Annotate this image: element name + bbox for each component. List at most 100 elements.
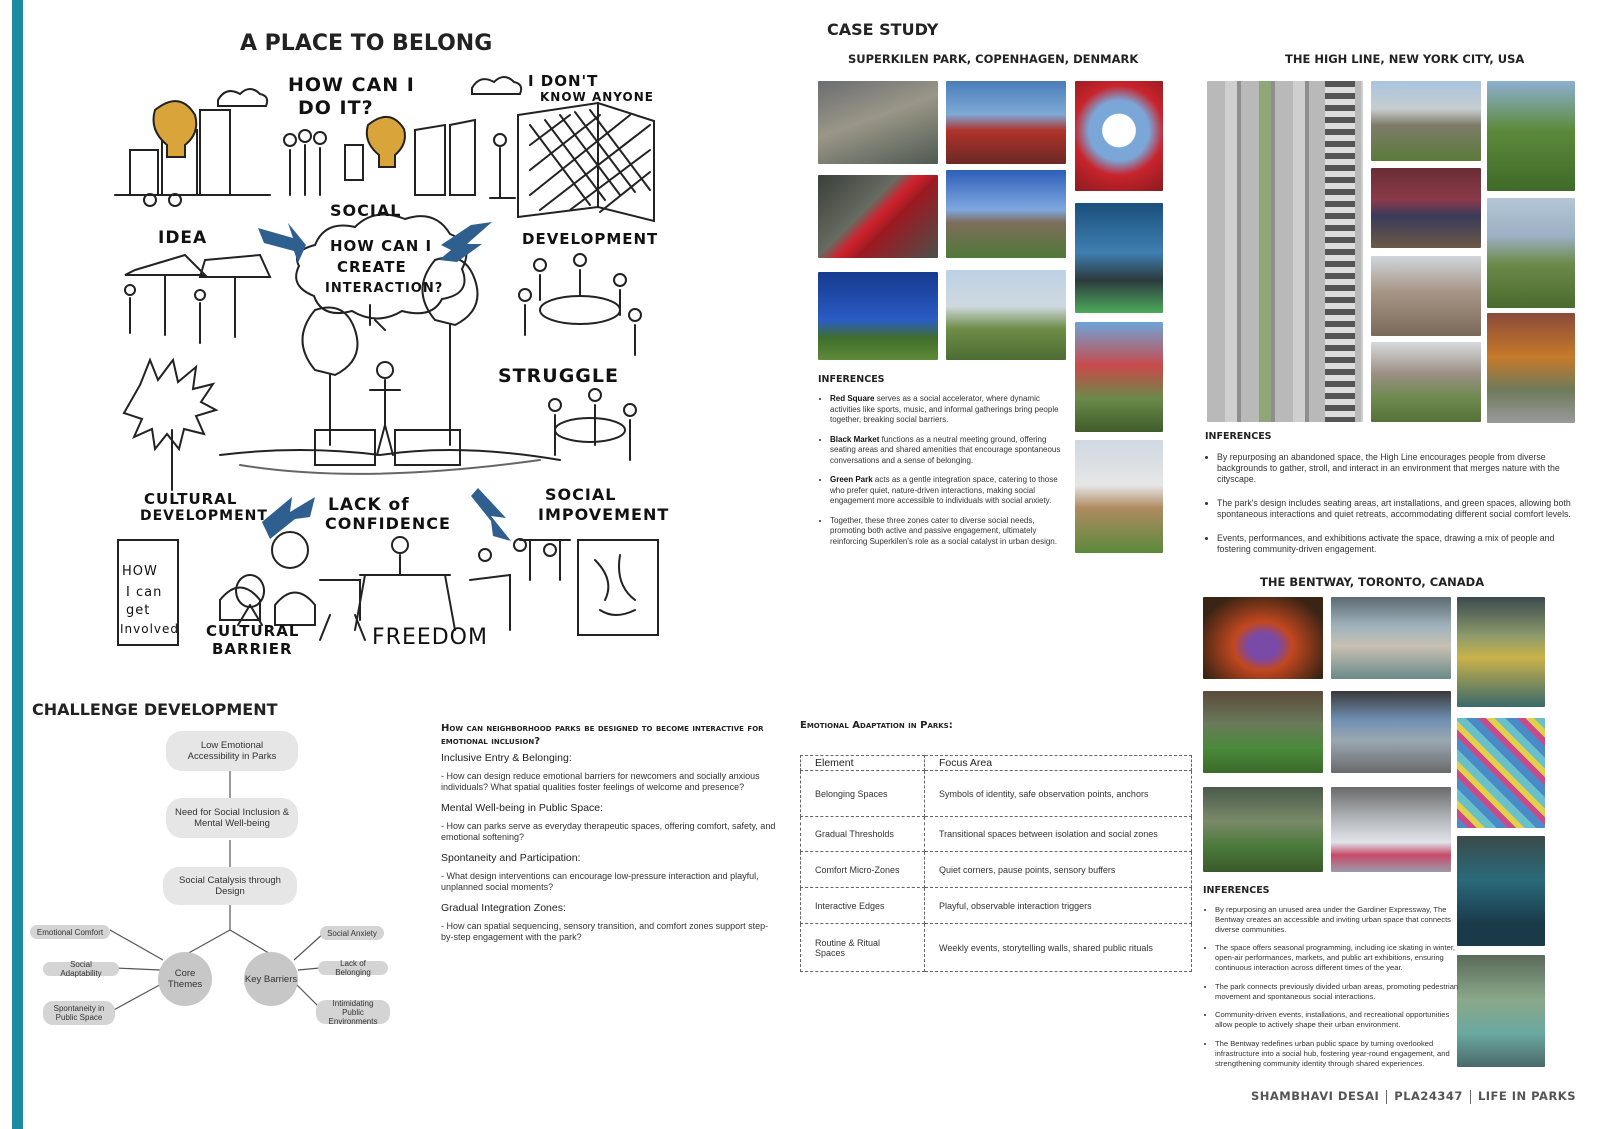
- challenge-node-key-barriers: Key Barriers: [244, 952, 298, 1006]
- superkilen-inference-item: Together, these three zones cater to div…: [830, 516, 1066, 548]
- challenge-title: CHALLENGE DEVELOPMENT: [32, 700, 278, 719]
- sketch-text-know-anyone: KNOW ANYONE: [540, 90, 654, 104]
- sketch-text-confidence: CONFIDENCE: [325, 514, 451, 533]
- bentway-inferences-list: By repurposing an unused area under the …: [1203, 905, 1459, 1077]
- bentway-photo-installation: [1457, 597, 1545, 707]
- core-leaf-social-adaptability: Social Adaptability: [43, 960, 119, 978]
- question-heading: Gradual Integration Zones:: [441, 902, 566, 914]
- question-text: - How can parks serve as everyday therap…: [441, 821, 776, 842]
- bentway-inferences-title: INFERENCES: [1203, 885, 1270, 896]
- accent-sidebar-strip: [12, 0, 23, 1129]
- bentway-inference-item: Community-driven events, installations, …: [1215, 1010, 1459, 1030]
- highline-photo-autumn-path: [1487, 313, 1575, 423]
- superkilen-photo-aerial-square: [818, 81, 938, 164]
- superkilen-inference-item: Red Square serves as a social accelerato…: [830, 394, 1066, 426]
- core-leaf-spontaneity: Spontaneity in Public Space: [43, 1001, 115, 1025]
- highline-photo-site-plan: [1207, 81, 1363, 422]
- footer-id: PLA24347: [1394, 1089, 1463, 1103]
- table-cell: Weekly events, storytelling walls, share…: [924, 923, 1192, 972]
- table-cell: Playful, observable interaction triggers: [924, 887, 1192, 924]
- barrier-leaf-lack-of-belonging: Lack of Belonging: [318, 959, 388, 977]
- table-cell: Comfort Micro-Zones: [800, 851, 925, 888]
- challenge-node-social-catalysis: Social Catalysis through Design: [163, 867, 297, 905]
- highline-inference-item: By repurposing an abandoned space, the H…: [1217, 452, 1575, 485]
- table-row: Belonging Spaces Symbols of identity, sa…: [800, 770, 1192, 817]
- bentway-photo-walkway: [1457, 955, 1545, 1067]
- bentway-inference-item: The Bentway redefines urban public space…: [1215, 1039, 1459, 1068]
- bentway-photo-crowd-green: [1203, 691, 1323, 773]
- page-title: A PLACE TO BELONG: [240, 31, 493, 56]
- superkilen-photo-night-park: [818, 272, 938, 360]
- sketch-text-cultural-dev-1: CULTURAL: [144, 490, 238, 508]
- superkilen-photo-playground: [1075, 440, 1163, 553]
- sketch-text-freedom: FREEDOM: [372, 625, 488, 650]
- highline-inference-item: The park's design includes seating areas…: [1217, 498, 1575, 520]
- table-row: Comfort Micro-Zones Quiet corners, pause…: [800, 851, 1192, 888]
- barrier-leaf-intimidating-environments: Intimidating Public Environments: [316, 999, 390, 1026]
- highline-title: THE HIGH LINE, NEW YORK CITY, USA: [1285, 52, 1525, 66]
- highline-photo-river-view: [1487, 198, 1575, 308]
- bentway-inference-item: The park connects previously divided urb…: [1215, 982, 1459, 1002]
- footer-author: SHAMBHAVI DESAI: [1250, 1089, 1380, 1103]
- table-row: Routine & Ritual Spaces Weekly events, s…: [800, 923, 1192, 972]
- sketch-text-dont-know: I DON'T: [528, 72, 599, 90]
- bentway-photo-murals: [1457, 718, 1545, 828]
- question-text: - How can design reduce emotional barrie…: [441, 771, 760, 792]
- highline-inference-item: Events, performances, and exhibitions ac…: [1217, 533, 1575, 555]
- superkilen-photo-park-path: [946, 170, 1066, 258]
- emotional-adaptation-table: Element Focus Area Belonging Spaces Symb…: [800, 755, 1192, 972]
- table-header-focus: Focus Area: [924, 755, 1192, 771]
- table-row: Gradual Thresholds Transitional spaces b…: [800, 816, 1192, 852]
- table-header-row: Element Focus Area: [800, 755, 1192, 771]
- superkilen-inferences-list: Red Square serves as a social accelerato…: [818, 394, 1066, 556]
- table-cell: Quiet corners, pause points, sensory buf…: [924, 851, 1192, 888]
- sketch-text-cultural-dev-2: DEVELOPMENT: [140, 508, 268, 524]
- sketch-text-social-imp-1: SOCIAL: [545, 485, 617, 504]
- footer-divider: [1386, 1089, 1388, 1104]
- superkilen-inference-item: Green Park acts as a gentle integration …: [830, 475, 1066, 507]
- highline-photo-greenery: [1487, 81, 1575, 191]
- sketch-text-cloud-line-2: CREATE: [337, 258, 407, 276]
- emotional-table-title: Emotional Adaptation in Parks:: [800, 720, 953, 731]
- sketch-text-struggle: STRUGGLE: [498, 365, 619, 387]
- bentway-title: THE BENTWAY, TORONTO, CANADA: [1260, 575, 1485, 589]
- concept-sketch: HOW CAN I DO IT? I DON'T KNOW ANYONE IDE…: [100, 70, 680, 670]
- bentway-photo-blue-underpass: [1457, 836, 1545, 946]
- question-heading: Inclusive Entry & Belonging:: [441, 752, 572, 764]
- bentway-inference-item: The space offers seasonal programming, i…: [1215, 943, 1459, 972]
- bentway-photo-ice-skating: [1331, 787, 1451, 872]
- highline-photo-city-aerial: [1371, 256, 1481, 336]
- sketch-text-get: get: [126, 603, 151, 618]
- footer-divider: [1469, 1089, 1471, 1104]
- challenge-node-low-emotional-accessibility: Low Emotional Accessibility in Parks: [166, 731, 298, 771]
- question-heading: Mental Well-being in Public Space:: [441, 802, 604, 814]
- sketch-text-involved: Involved: [120, 622, 180, 636]
- case-study-title: CASE STUDY: [827, 20, 939, 39]
- table-cell: Routine & Ritual Spaces: [800, 923, 925, 972]
- highline-photo-bridge: [1371, 168, 1481, 248]
- sketch-text-social-imp-2: IMPOVEMENT: [538, 505, 670, 524]
- superkilen-photo-red-square-aerial: [818, 175, 938, 258]
- footer-project: LIFE IN PARKS: [1477, 1089, 1576, 1103]
- sketch-text-idea: IDEA: [158, 228, 208, 248]
- table-cell: Belonging Spaces: [800, 770, 925, 817]
- superkilen-photo-lamp-post: [1075, 203, 1163, 313]
- challenge-tree-connectors: [109, 770, 326, 1013]
- sketch-text-do-it: DO IT?: [298, 97, 374, 119]
- superkilen-inferences-title: INFERENCES: [818, 374, 885, 385]
- table-cell: Interactive Edges: [800, 887, 925, 924]
- bentway-photo-columns: [1331, 691, 1451, 773]
- sketch-text-how: HOW: [122, 564, 158, 579]
- sketch-text-i-can: I can: [126, 585, 163, 600]
- sketch-text-development: DEVELOPMENT: [522, 230, 659, 248]
- highline-inferences-list: By repurposing an abandoned space, the H…: [1205, 452, 1575, 564]
- research-questions: How can neighborhood parks be designed t…: [441, 722, 776, 943]
- bentway-photo-trees: [1203, 787, 1323, 872]
- core-leaf-emotional-comfort: Emotional Comfort: [30, 925, 110, 939]
- sketch-text-cloud-line-1: HOW CAN I: [330, 237, 433, 255]
- bentway-photo-underpass: [1331, 597, 1451, 679]
- highline-photo-elevated-walk: [1371, 81, 1481, 161]
- sketch-drawing: [114, 76, 659, 646]
- table-cell: Transitional spaces between isolation an…: [924, 816, 1192, 852]
- sketch-text-cultural-barrier-1: CULTURAL: [206, 622, 300, 640]
